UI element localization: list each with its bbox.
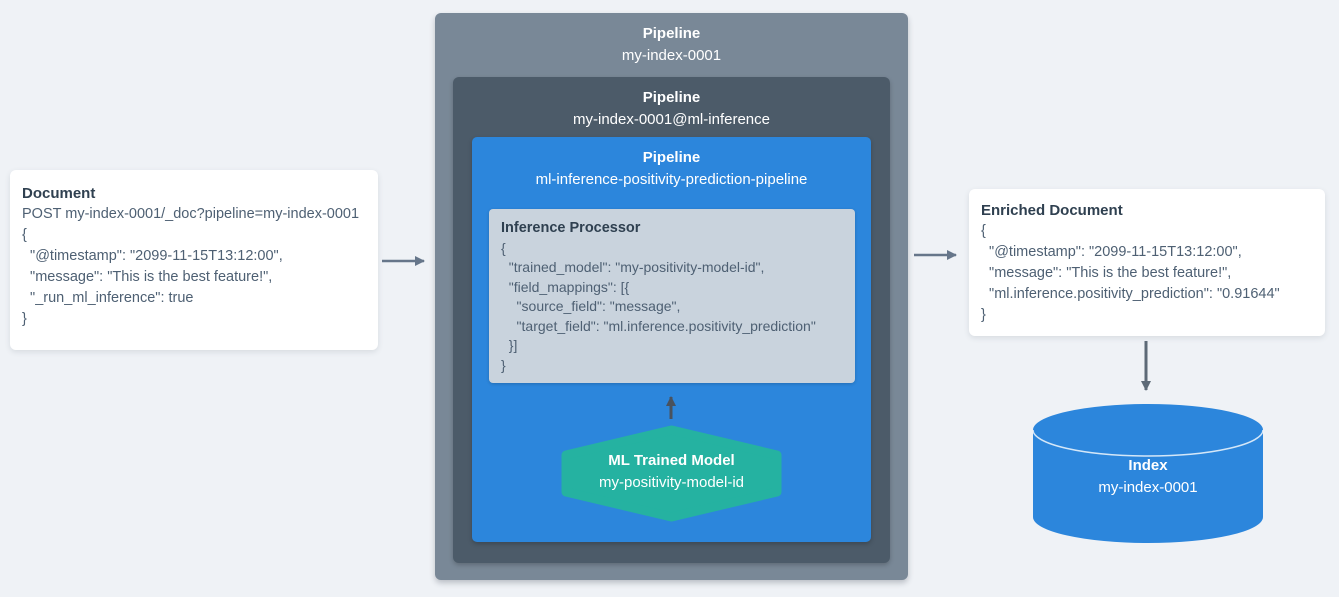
database-cylinder-icon xyxy=(1033,404,1263,543)
inference-processor-box: Inference Processor { "trained_model": "… xyxy=(489,209,855,383)
pipeline-inner-name: ml-inference-positivity-prediction-pipel… xyxy=(535,171,808,188)
document-card: Document POST my-index-0001/_doc?pipelin… xyxy=(10,170,378,350)
enriched-document-title: Enriched Document xyxy=(981,202,1123,219)
inference-processor-code: { "trained_model": "my-positivity-model-… xyxy=(501,239,816,373)
ml-model-label: ML Trained Model xyxy=(608,452,735,469)
document-card-code: POST my-index-0001/_doc?pipeline=my-inde… xyxy=(22,206,360,327)
enriched-document-card: Enriched Document { "@timestamp": "2099-… xyxy=(969,189,1325,336)
inference-processor-title: Inference Processor xyxy=(501,220,641,236)
pipeline-inner-title: Pipeline xyxy=(642,149,701,166)
index-cylinder: Index my-index-0001 xyxy=(1033,403,1263,544)
pipeline-middle-title: Pipeline xyxy=(642,89,701,106)
ml-trained-model-hexagon: ML Trained Model my-positivity-model-id xyxy=(561,425,782,522)
enriched-document-code: { "@timestamp": "2099-11-15T13:12:00", "… xyxy=(981,223,1280,323)
pipeline-outer-box: Pipeline my-index-0001 Pipeline my-index… xyxy=(435,13,908,580)
index-name: my-index-0001 xyxy=(1098,479,1198,496)
index-label: Index xyxy=(1128,457,1168,474)
pipeline-middle-box: Pipeline my-index-0001@ml-inference Pipe… xyxy=(453,77,890,563)
hexagon-shape-icon xyxy=(561,425,782,522)
ml-model-name: my-positivity-model-id xyxy=(598,474,745,491)
document-card-title: Document xyxy=(22,185,96,202)
pipeline-inner-box: Pipeline ml-inference-positivity-predict… xyxy=(472,137,871,542)
pipeline-outer-name: my-index-0001 xyxy=(621,47,722,64)
pipeline-middle-name: my-index-0001@ml-inference xyxy=(573,111,770,128)
pipeline-outer-title: Pipeline xyxy=(642,25,701,42)
